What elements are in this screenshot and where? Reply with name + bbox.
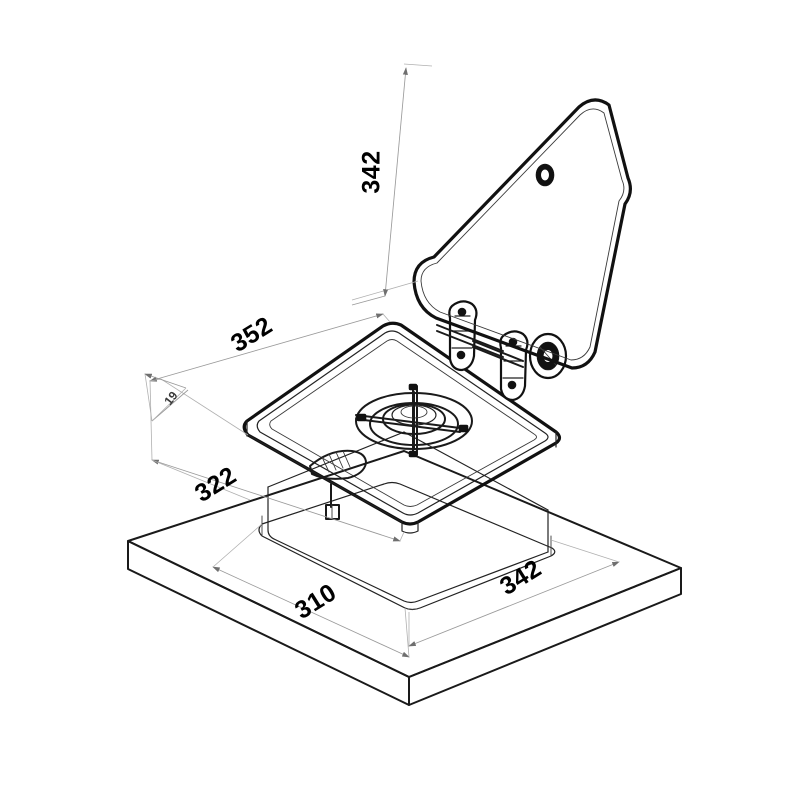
dimension-hob-depth [149,378,405,542]
dimension-value-19: 19 [161,388,180,407]
glass-lid[interactable] [412,98,632,370]
dimension-value-342-lid: 342 [357,150,386,194]
cooktop-pan [242,321,562,534]
dimension-label-lid-height: 342 [358,150,387,193]
dimension-lid-height [351,63,433,306]
burner [355,383,473,458]
lid-vent-hole [535,163,555,187]
dimension-cutout-width [212,523,410,658]
dimension-hob-width [149,313,391,382]
dimension-cutout-depth [408,539,620,647]
hinge-rods [436,324,524,368]
